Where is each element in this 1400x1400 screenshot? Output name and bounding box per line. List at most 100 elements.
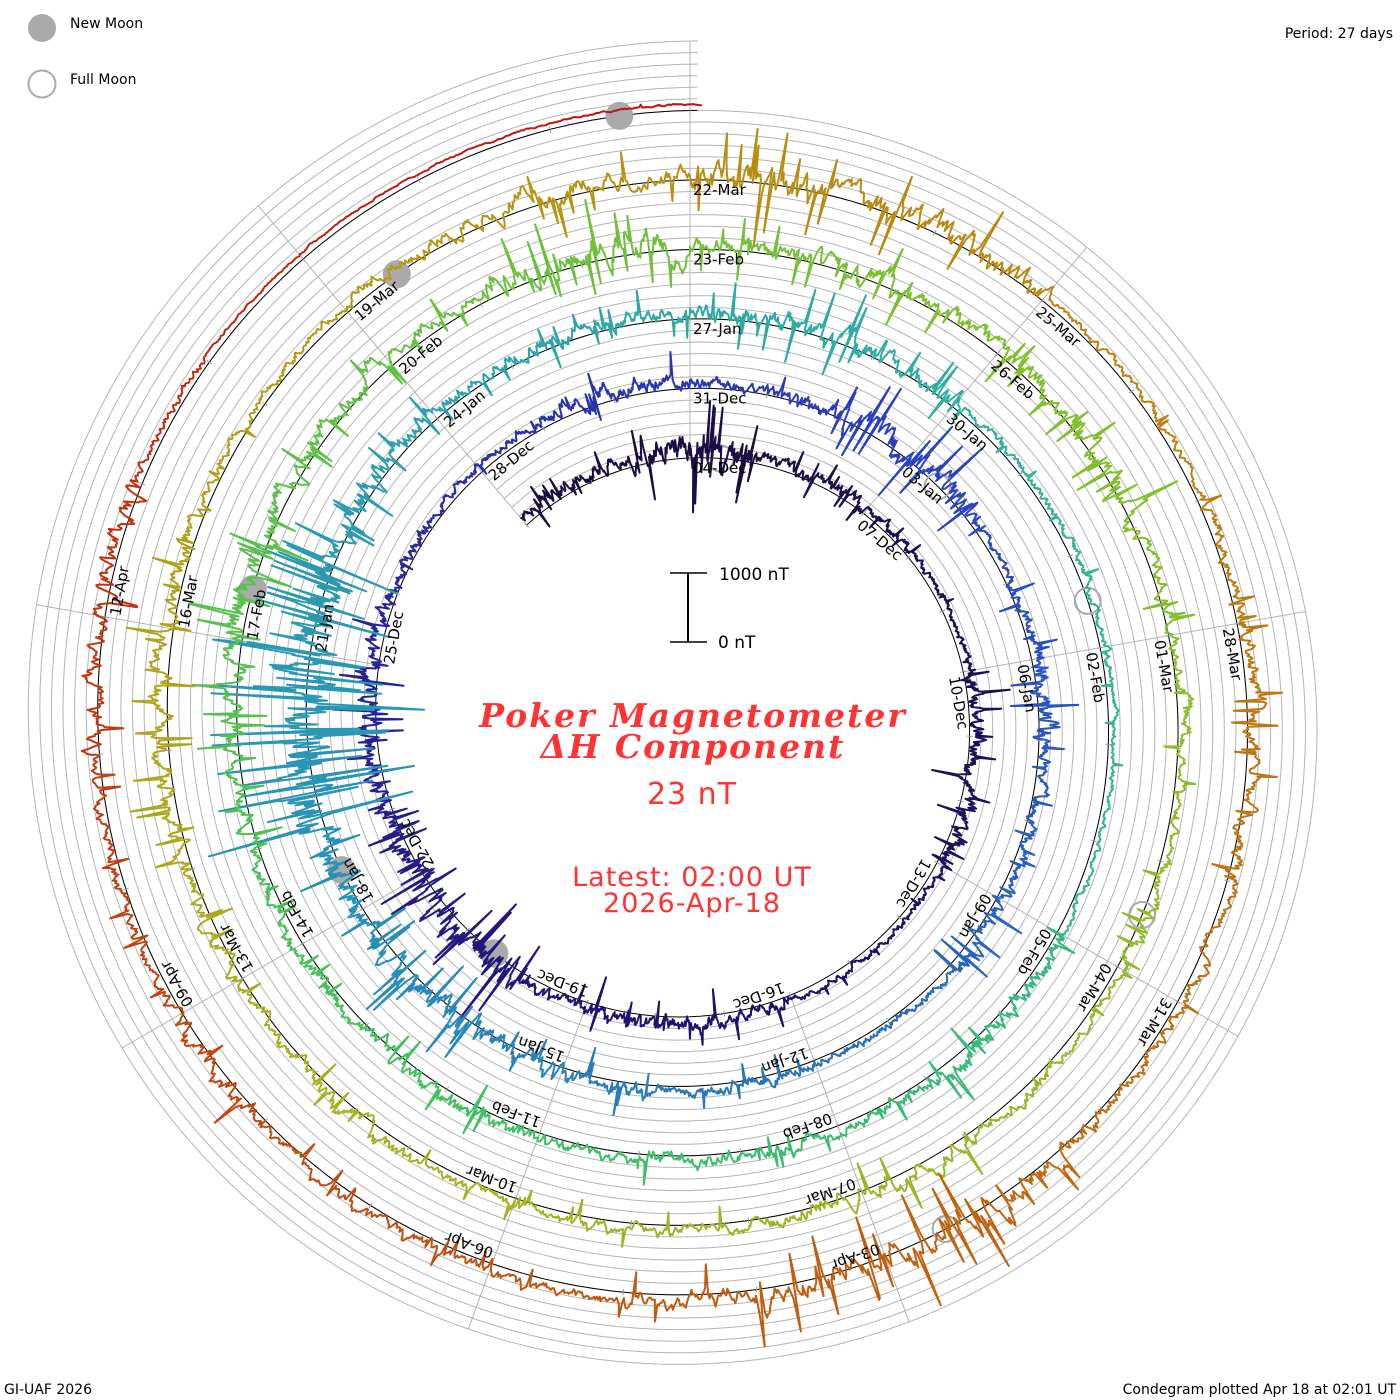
date-label: 20-Feb xyxy=(395,332,446,379)
trace-day xyxy=(867,505,922,554)
radial-spokes xyxy=(36,41,1306,1330)
trace-day xyxy=(1182,882,1239,1015)
date-label: 31-Dec xyxy=(693,390,747,408)
chart-title-line1: Poker Magnetometer xyxy=(478,696,907,735)
trace-day xyxy=(474,420,543,475)
day-tick xyxy=(101,615,109,618)
trace-day xyxy=(999,579,1058,660)
footer-credit: GI-UAF 2026 xyxy=(4,1382,92,1398)
latest-time: Latest: 02:00 UT xyxy=(572,862,812,893)
day-tick xyxy=(434,416,440,422)
trace-day xyxy=(415,122,550,177)
trace-day xyxy=(653,988,727,1046)
trace-day xyxy=(210,638,426,747)
scale-bar: 1000 nT 0 nT xyxy=(670,565,789,653)
trace-day xyxy=(395,965,486,1058)
trace-day xyxy=(839,1084,934,1138)
current-value: 23 nT xyxy=(647,777,737,812)
trace-day xyxy=(293,948,366,1031)
trace-day xyxy=(1230,621,1284,754)
trace-day xyxy=(547,103,691,125)
day-tick xyxy=(1165,634,1172,637)
date-label: 22-Mar xyxy=(693,181,747,199)
trace-day xyxy=(963,1059,1054,1146)
day-tick xyxy=(483,1028,488,1035)
trace-day xyxy=(387,297,480,365)
day-tick xyxy=(1233,622,1241,625)
day-tick xyxy=(896,915,902,920)
trace-day xyxy=(689,217,801,286)
day-tick xyxy=(1224,879,1231,883)
trace-day xyxy=(207,741,416,858)
day-tick xyxy=(465,927,471,933)
new-moon-marker xyxy=(605,101,634,130)
day-tick xyxy=(448,239,452,245)
trace-day xyxy=(300,827,363,919)
trace-day xyxy=(344,232,447,312)
trace-day xyxy=(482,1029,565,1080)
trace-day xyxy=(538,372,614,425)
trace-day xyxy=(796,245,907,326)
trace-day xyxy=(931,735,997,805)
trace-day xyxy=(565,151,691,214)
trace-day xyxy=(1025,739,1065,824)
legend: New Moon Full Moon xyxy=(27,14,143,99)
trace-day xyxy=(583,976,656,1032)
trace-day xyxy=(237,979,317,1076)
trace-day xyxy=(282,482,399,595)
trace-day xyxy=(152,508,206,632)
trace-day xyxy=(580,198,691,296)
trace-day xyxy=(1097,743,1124,843)
day-tick xyxy=(1174,999,1181,1004)
day-tick xyxy=(359,906,366,911)
footer-plotted: Condegram plotted Apr 18 at 02:01 UT xyxy=(1123,1382,1397,1398)
trace-day xyxy=(689,102,702,107)
trace-day xyxy=(766,376,859,435)
trace-day xyxy=(430,357,511,421)
trace-day xyxy=(1105,1005,1199,1114)
day-tick xyxy=(939,609,946,613)
date-label: 06-Apr xyxy=(442,1227,496,1261)
trace-day xyxy=(439,1084,539,1140)
trace-day xyxy=(368,807,434,886)
trace-day xyxy=(689,128,816,247)
day-tick xyxy=(444,1086,450,1093)
day-tick xyxy=(885,1017,890,1024)
date-label: 13-Dec xyxy=(892,856,934,911)
trace-day xyxy=(594,289,691,339)
day-tick xyxy=(389,807,396,811)
new-moon-legend-icon xyxy=(28,14,56,42)
day-tick xyxy=(479,469,485,475)
date-label: 11-Feb xyxy=(489,1097,543,1131)
day-tick xyxy=(628,464,632,471)
trace-day xyxy=(1099,645,1120,746)
trace-day xyxy=(637,1149,742,1186)
day-tick xyxy=(548,126,552,133)
day-tick xyxy=(1097,646,1104,649)
trace-day xyxy=(518,967,587,1011)
trace-day xyxy=(1048,285,1139,388)
date-label: 03-Apr xyxy=(828,1240,882,1274)
trace-day xyxy=(187,532,309,642)
day-tick xyxy=(262,401,268,406)
trace-day xyxy=(1075,550,1108,648)
day-tick xyxy=(1039,297,1045,304)
trace-day xyxy=(889,949,957,1026)
date-label: 23-Feb xyxy=(693,251,744,269)
day-tick xyxy=(861,510,866,517)
trace-day xyxy=(332,663,405,740)
trace-day xyxy=(520,478,577,528)
full-moon-legend-icon xyxy=(27,69,57,99)
day-tick xyxy=(847,959,852,966)
day-tick xyxy=(788,992,792,999)
trace-day xyxy=(251,850,296,951)
trace-day xyxy=(984,342,1089,442)
scale-top-label: 1000 nT xyxy=(719,565,789,585)
trace-day xyxy=(183,870,240,983)
trace-day xyxy=(362,1026,444,1111)
trace-day xyxy=(259,1123,370,1213)
trace-day xyxy=(883,1172,1017,1307)
trace-day xyxy=(298,174,418,256)
day-tick xyxy=(510,363,515,370)
trace-day xyxy=(902,281,1007,346)
